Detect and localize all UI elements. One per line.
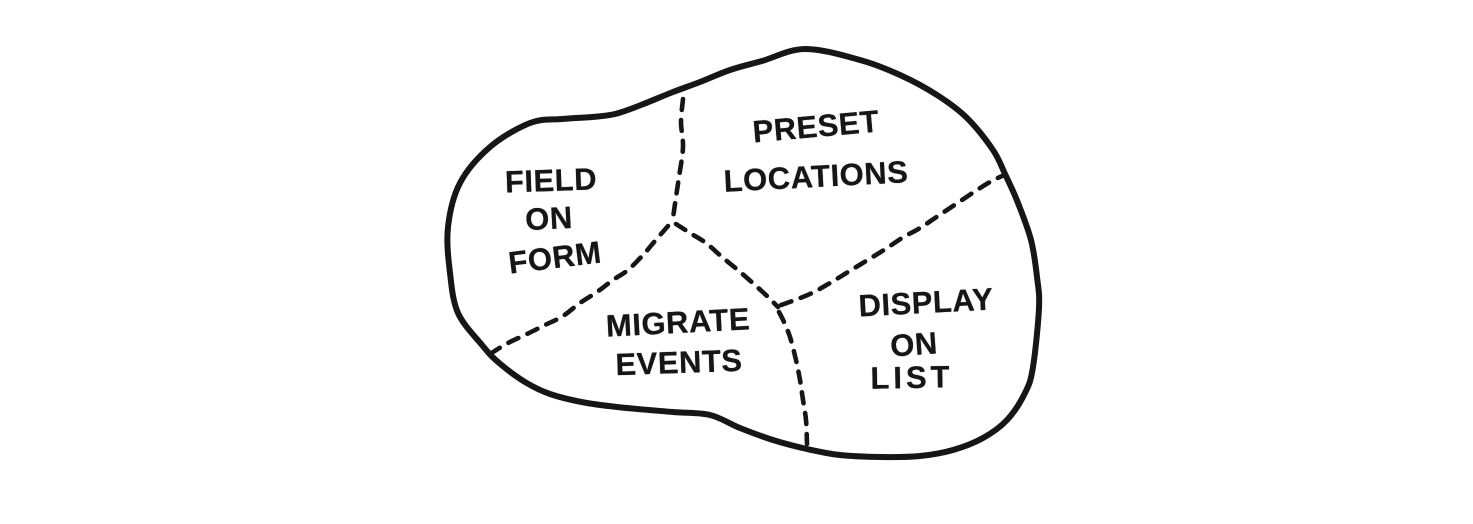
divider-left-dashed-line: [490, 223, 671, 355]
label-migrate-events-line1: MIGRATE: [605, 301, 751, 344]
divider-top-dashed-line: [670, 96, 686, 221]
divider-right-dashed-line: [778, 172, 1007, 308]
label-display-on-list-line1: DISPLAY: [857, 281, 995, 324]
label-field-on-form-line2: ON: [524, 199, 574, 238]
divider-center-dashed-line: [673, 221, 781, 310]
label-field-on-form-line1: FIELD: [504, 161, 598, 200]
divider-bottom-dashed-line: [776, 309, 810, 447]
blob-outline: [444, 45, 1043, 461]
label-migrate-events-line2: EVENTS: [614, 342, 744, 383]
label-display-on-list-line3: LIST: [870, 359, 954, 396]
